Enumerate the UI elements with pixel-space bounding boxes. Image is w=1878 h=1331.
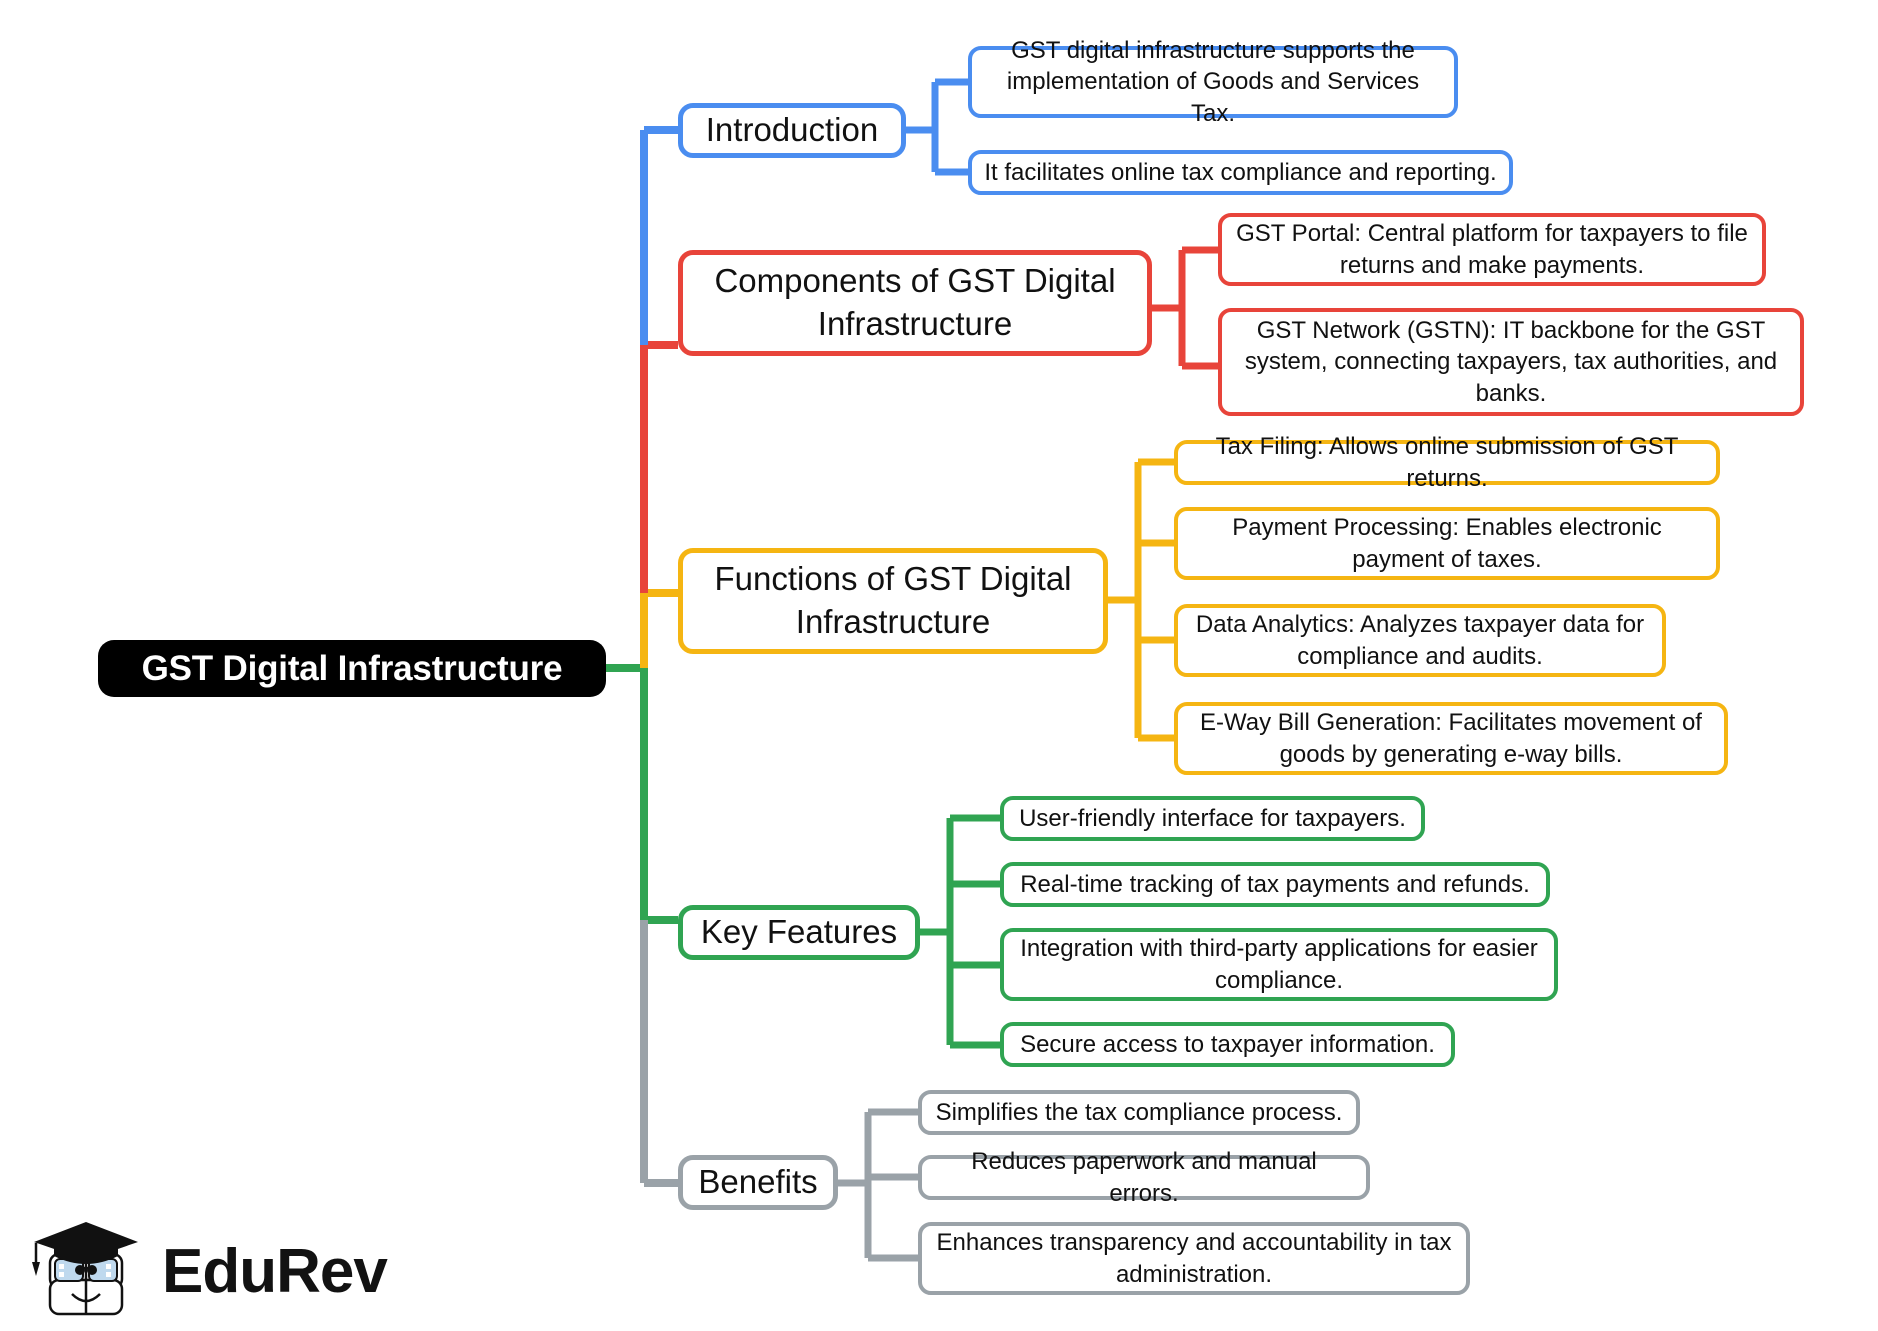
leaf-key-features-2[interactable]: Real-time tracking of tax payments and r… xyxy=(1000,862,1550,907)
leaf-key-features-1[interactable]: User-friendly interface for taxpayers. xyxy=(1000,796,1425,841)
leaf-introduction-1[interactable]: GST digital infrastructure supports the … xyxy=(968,37,1458,127)
branch-label-benefits: Benefits xyxy=(698,1163,818,1201)
leaf-benefits-3[interactable]: Enhances transparency and accountability… xyxy=(918,1222,1470,1295)
branch-node-introduction[interactable]: Introduction xyxy=(678,103,906,158)
leaf-introduction-2[interactable]: It facilitates online tax compliance and… xyxy=(968,150,1513,195)
branch-label-key-features: Key Features xyxy=(700,913,898,951)
leaf-text: Real-time tracking of tax payments and r… xyxy=(1020,870,1530,898)
leaf-components-2[interactable]: GST Network (GSTN): IT backbone for the … xyxy=(1218,308,1804,416)
leaf-text: Data Analytics: Analyzes taxpayer data f… xyxy=(1195,611,1645,670)
leaf-key-features-3[interactable]: Integration with third-party application… xyxy=(1000,928,1558,1001)
root-node-gst-digital-infrastructure[interactable]: GST Digital Infrastructure xyxy=(98,640,606,697)
leaf-benefits-1[interactable]: Simplifies the tax compliance process. xyxy=(918,1090,1360,1135)
leaf-functions-2[interactable]: Payment Processing: Enables electronic p… xyxy=(1174,507,1720,580)
root-node-label: GST Digital Infrastructure xyxy=(141,648,563,688)
leaf-text: GST digital infrastructure supports the … xyxy=(1006,37,1420,127)
leaf-components-1[interactable]: GST Portal: Central platform for taxpaye… xyxy=(1218,213,1766,286)
leaf-text: GST Network (GSTN): IT backbone for the … xyxy=(1244,317,1778,407)
leaf-functions-4[interactable]: E-Way Bill Generation: Facilitates movem… xyxy=(1174,702,1728,775)
leaf-text: Tax Filing: Allows online submission of … xyxy=(1215,433,1679,492)
leaf-text: Secure access to taxpayer information. xyxy=(1020,1030,1435,1058)
branch-node-components[interactable]: Components of GST Digital Infrastructure xyxy=(678,250,1152,356)
branch-label-components: Components of GST Digital Infrastructure xyxy=(714,262,1116,342)
leaf-benefits-2[interactable]: Reduces paperwork and manual errors. xyxy=(918,1148,1370,1207)
leaf-functions-1[interactable]: Tax Filing: Allows online submission of … xyxy=(1174,433,1720,492)
edurev-graduate-book-logo-icon xyxy=(32,1222,138,1316)
branch-label-introduction: Introduction xyxy=(705,111,879,149)
leaf-text: GST Portal: Central platform for taxpaye… xyxy=(1236,220,1748,279)
leaf-text: User-friendly interface for taxpayers. xyxy=(1019,804,1406,832)
leaf-functions-3[interactable]: Data Analytics: Analyzes taxpayer data f… xyxy=(1174,604,1666,677)
branch-node-benefits[interactable]: Benefits xyxy=(678,1155,838,1210)
leaf-key-features-4[interactable]: Secure access to taxpayer information. xyxy=(1000,1022,1455,1067)
branch-node-key-features[interactable]: Key Features xyxy=(678,905,920,960)
leaf-text: E-Way Bill Generation: Facilitates movem… xyxy=(1200,709,1702,768)
branch-label-functions: Functions of GST Digital Infrastructure xyxy=(714,560,1072,640)
edurev-brand-label: EduRev xyxy=(162,1236,388,1306)
leaf-text: Payment Processing: Enables electronic p… xyxy=(1232,514,1662,573)
leaf-text: Reduces paperwork and manual errors. xyxy=(971,1148,1317,1207)
branch-node-functions[interactable]: Functions of GST Digital Infrastructure xyxy=(678,548,1108,654)
leaf-text: Simplifies the tax compliance process. xyxy=(935,1098,1343,1126)
leaf-text: It facilitates online tax compliance and… xyxy=(984,158,1497,186)
leaf-text: Enhances transparency and accountability… xyxy=(936,1229,1452,1288)
edurev-watermark: EduRev xyxy=(28,1218,388,1324)
leaf-text: Integration with third-party application… xyxy=(1020,935,1538,994)
